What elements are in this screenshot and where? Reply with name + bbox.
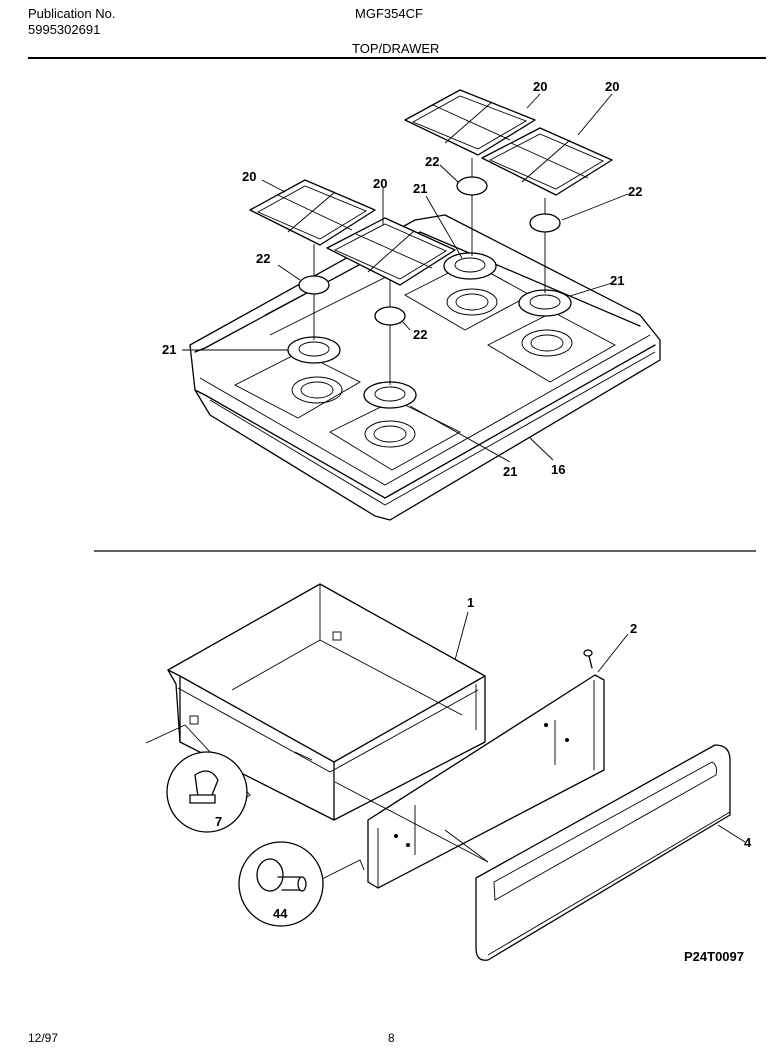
burner-pan-rear-left [329, 399, 461, 471]
publication-number: 5995302691 [28, 22, 101, 37]
assembly-guide-lines [313, 158, 546, 385]
grate-front-right [404, 89, 536, 156]
section-title: TOP/DRAWER [352, 41, 440, 56]
callout-22-a: 22 [425, 154, 439, 169]
callout-20-c: 20 [533, 79, 547, 94]
burner-pan-front-left [234, 351, 361, 419]
callout-2: 2 [630, 621, 637, 636]
burner-head-parts [287, 252, 572, 409]
callout-22-d: 22 [413, 327, 427, 342]
callout-21-a: 21 [413, 181, 427, 196]
drawer-leader-lines [454, 611, 746, 843]
callout-7: 7 [215, 814, 222, 829]
screw-part [583, 649, 593, 669]
callout-1: 1 [467, 595, 474, 610]
drawer-body [167, 583, 486, 821]
top-leader-lines [182, 93, 629, 463]
grate-rear-left [326, 217, 456, 286]
callout-21-c: 21 [162, 342, 176, 357]
callout-21-d: 21 [503, 464, 517, 479]
callout-44: 44 [273, 906, 288, 921]
grate-rear-right [481, 127, 613, 196]
header-rule [28, 57, 766, 59]
callout-20-b: 20 [373, 176, 387, 191]
page-number: 8 [388, 1031, 395, 1045]
callout-20-d: 20 [605, 79, 619, 94]
burner-cap-parts [298, 176, 561, 326]
callout-22-c: 22 [256, 251, 270, 266]
detail-circle-7 [145, 724, 251, 833]
callout-20-a: 20 [242, 169, 256, 184]
grate-front-left [249, 179, 376, 246]
callout-4: 4 [744, 835, 752, 850]
burner-pan-rear-right [487, 311, 616, 383]
footer-date: 12/97 [28, 1031, 59, 1045]
grate-parts [249, 89, 613, 286]
callout-22-b: 22 [628, 184, 642, 199]
model-number: MGF354CF [355, 6, 423, 21]
callout-labels: 20 20 20 20 22 22 22 22 21 21 21 21 21 1… [162, 79, 752, 921]
drawer-handle-panel [475, 744, 731, 961]
publication-label: Publication No. [28, 6, 116, 21]
drawer-front-panel [367, 674, 605, 889]
drawer-guide-lines [334, 781, 489, 863]
diagram-code: P24T0097 [684, 949, 744, 964]
callout-21-b: 21 [610, 273, 624, 288]
callout-16: 16 [551, 462, 565, 477]
detail-circle-44 [238, 841, 365, 927]
